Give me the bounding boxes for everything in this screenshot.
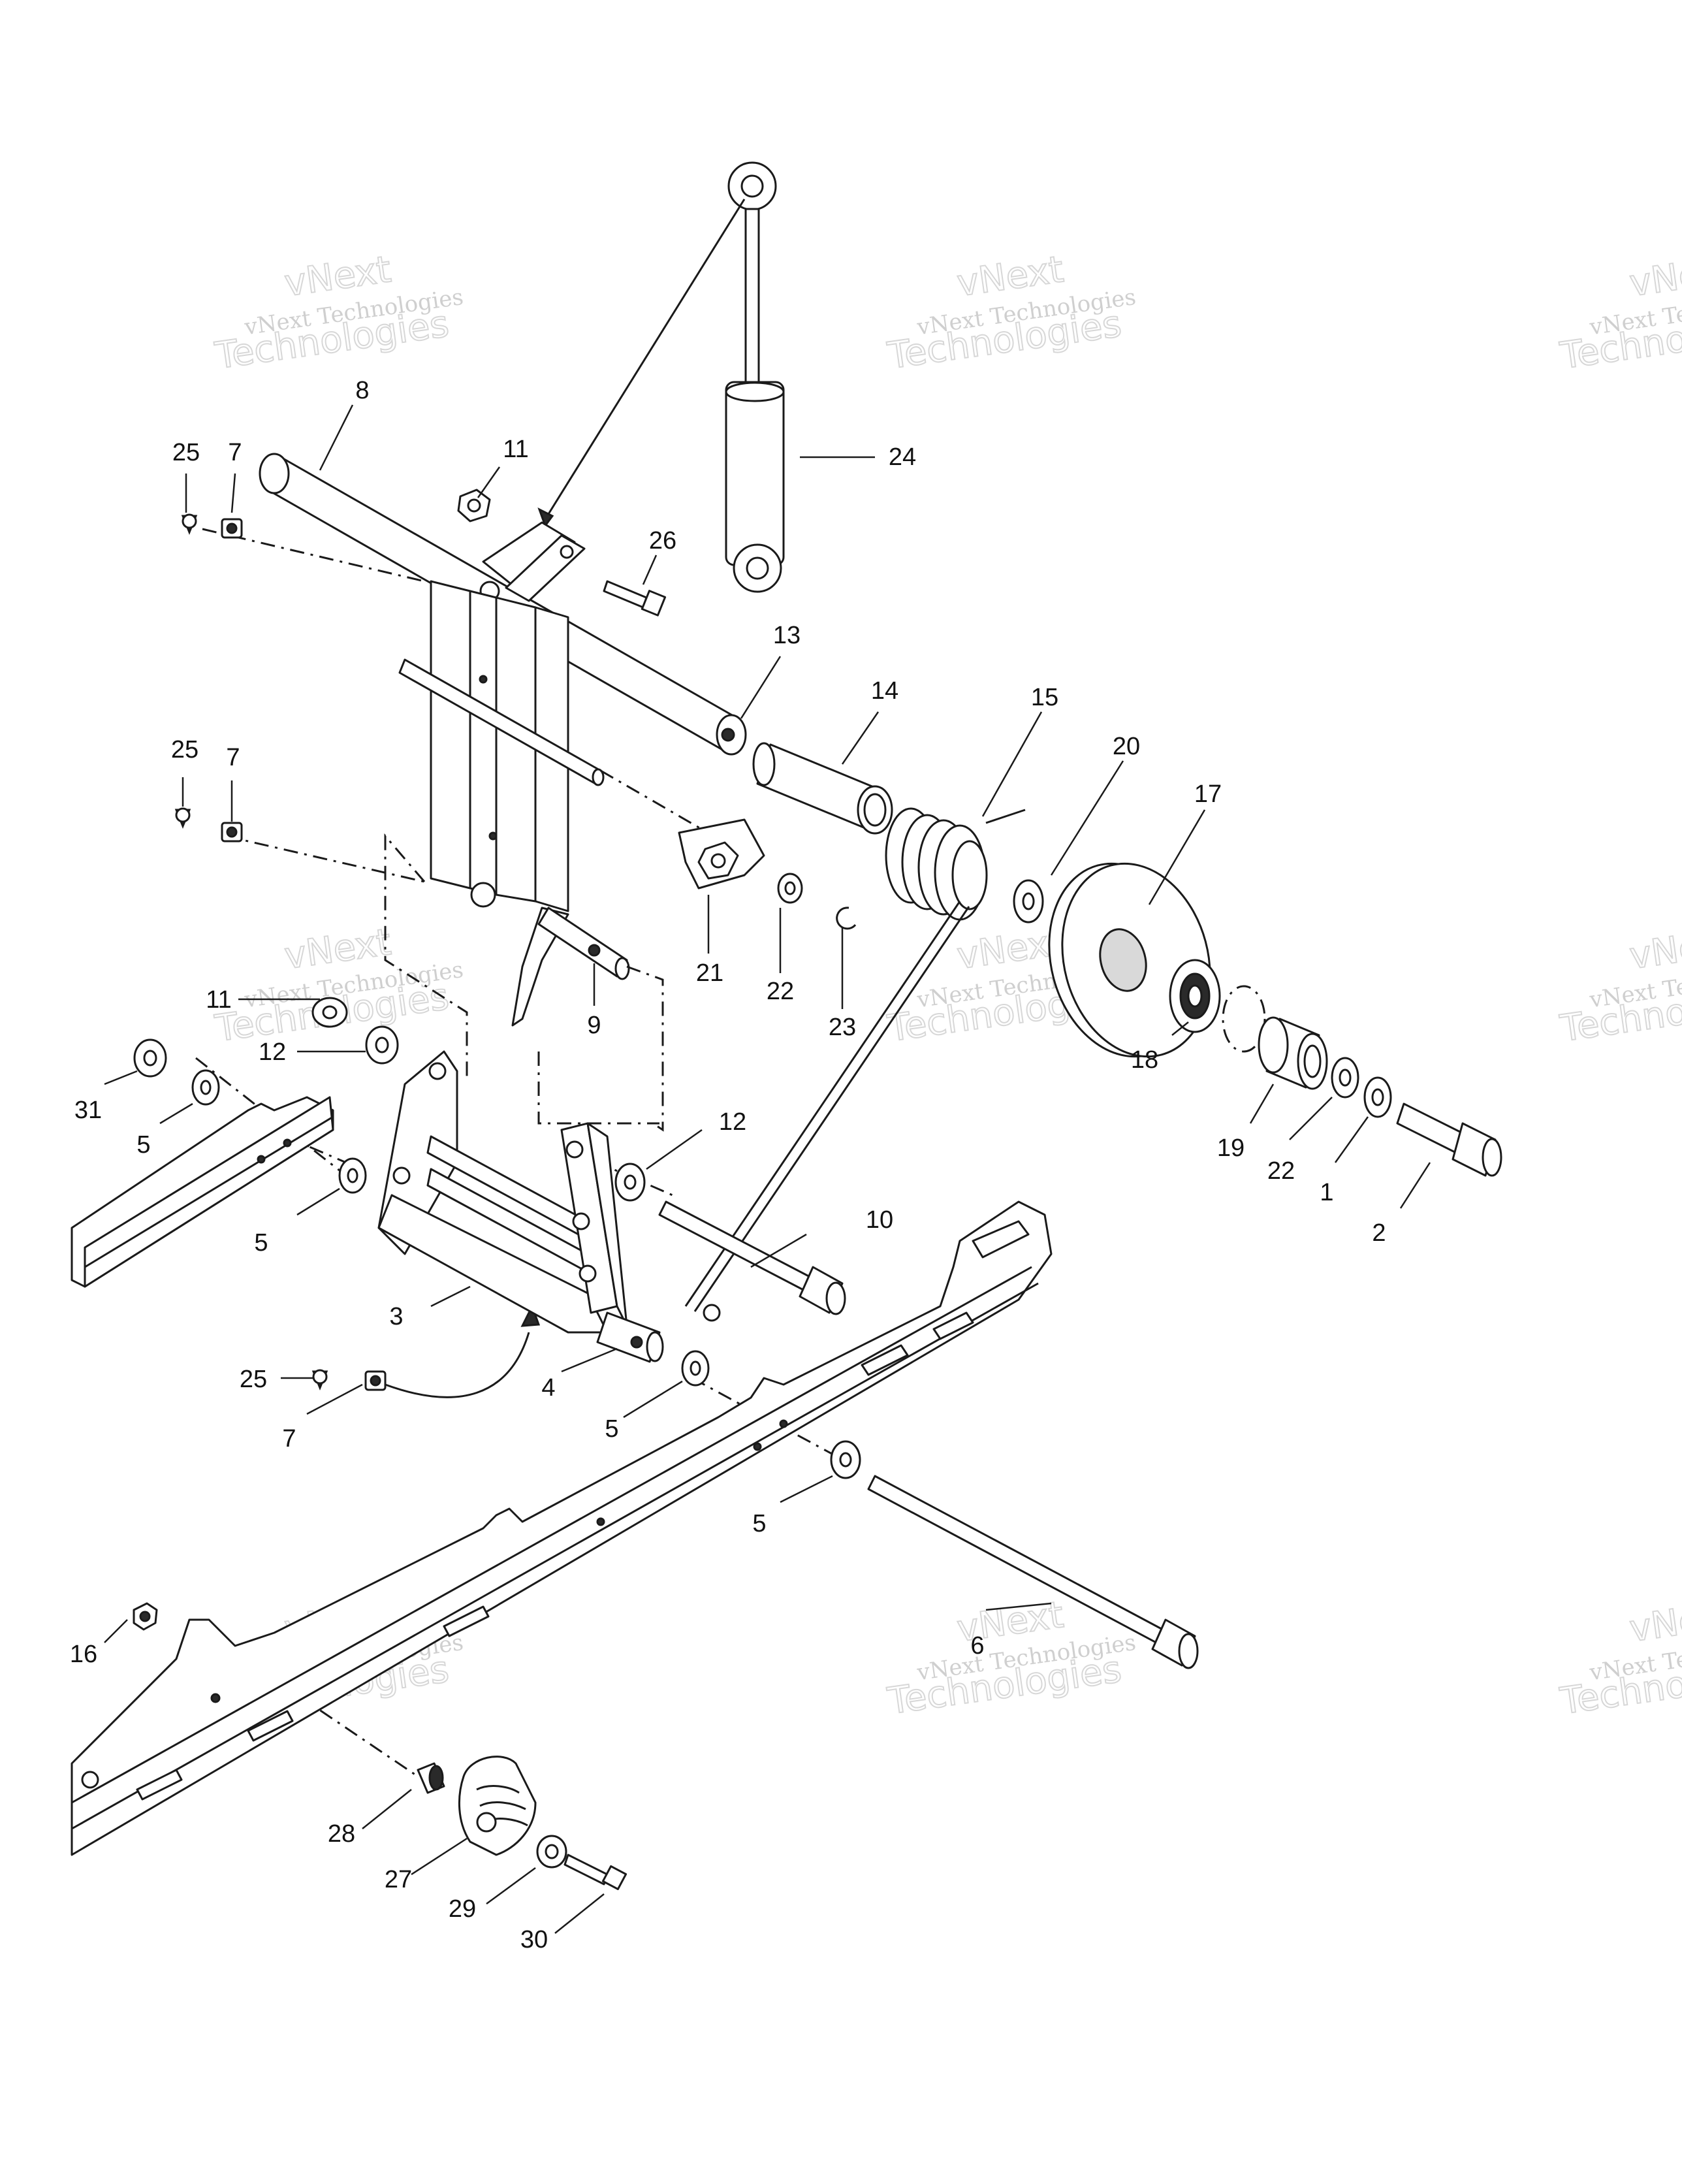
callout-2: 2 [1372, 1219, 1386, 1247]
callout-24: 24 [889, 443, 916, 471]
left-slide-rail [71, 1096, 334, 1288]
callout-29: 29 [449, 1895, 476, 1923]
callout-25: 25 [172, 439, 200, 466]
callout-9: 9 [587, 1012, 601, 1039]
callout-31: 31 [74, 1097, 102, 1124]
callout-20: 20 [1113, 733, 1140, 760]
watermark-vnext: vNext [1627, 921, 1682, 978]
callout-1: 1 [1320, 1179, 1333, 1206]
right-slide-rail [71, 1200, 1053, 1856]
callout-5: 5 [605, 1415, 618, 1443]
callout-11: 11 [503, 436, 528, 463]
small-fasteners [174, 489, 541, 1398]
callout-22: 22 [767, 978, 794, 1005]
callout-16: 16 [70, 1641, 97, 1668]
callout-5: 5 [254, 1229, 268, 1257]
rear-stopper [133, 1602, 627, 1891]
callout-27: 27 [385, 1866, 412, 1893]
watermark-vnext: vNext [1627, 248, 1682, 305]
lower-bracket [133, 997, 861, 1479]
callout-6: 6 [970, 1632, 984, 1660]
callout-13: 13 [773, 622, 801, 649]
callout-30: 30 [520, 1926, 548, 1953]
bolt-26 [603, 580, 667, 617]
callout-11: 11 [206, 986, 231, 1014]
callout-5: 5 [136, 1131, 150, 1159]
callout-14: 14 [871, 677, 898, 705]
callout-28: 28 [328, 1820, 355, 1848]
callout-7: 7 [282, 1425, 296, 1453]
idler-wheel-group [678, 742, 1502, 1322]
callout-19: 19 [1217, 1134, 1245, 1162]
callout-12: 12 [259, 1038, 286, 1066]
callout-5: 5 [752, 1510, 766, 1537]
watermark-group: vNext vNext Technologies Technologies vN… [212, 248, 1682, 1724]
callout-22: 22 [1267, 1157, 1295, 1185]
callout-7: 7 [228, 439, 242, 466]
callout-26: 26 [649, 527, 676, 554]
callout-7: 7 [226, 744, 240, 771]
upper-arm-assembly [259, 453, 747, 1027]
callout-labels: 8 25 7 11 26 24 13 14 15 20 17 25 7 21 2… [70, 377, 1386, 1953]
callout-12: 12 [719, 1108, 746, 1136]
watermark-vnext: vNext [1627, 1594, 1682, 1650]
callout-8: 8 [355, 377, 369, 404]
callout-10: 10 [866, 1206, 893, 1234]
callout-3: 3 [389, 1303, 403, 1330]
bolt-6 [867, 1475, 1199, 1669]
callout-4: 4 [541, 1374, 555, 1402]
callout-18: 18 [1131, 1046, 1158, 1074]
callout-21: 21 [696, 959, 723, 987]
callout-17: 17 [1194, 780, 1222, 808]
callout-leaders [104, 404, 1431, 1934]
callout-15: 15 [1031, 684, 1058, 711]
shock-absorber [537, 161, 785, 593]
callout-25: 25 [240, 1366, 267, 1393]
callout-25: 25 [171, 736, 198, 763]
bolt-10 [658, 1200, 846, 1315]
callout-23: 23 [829, 1014, 856, 1041]
